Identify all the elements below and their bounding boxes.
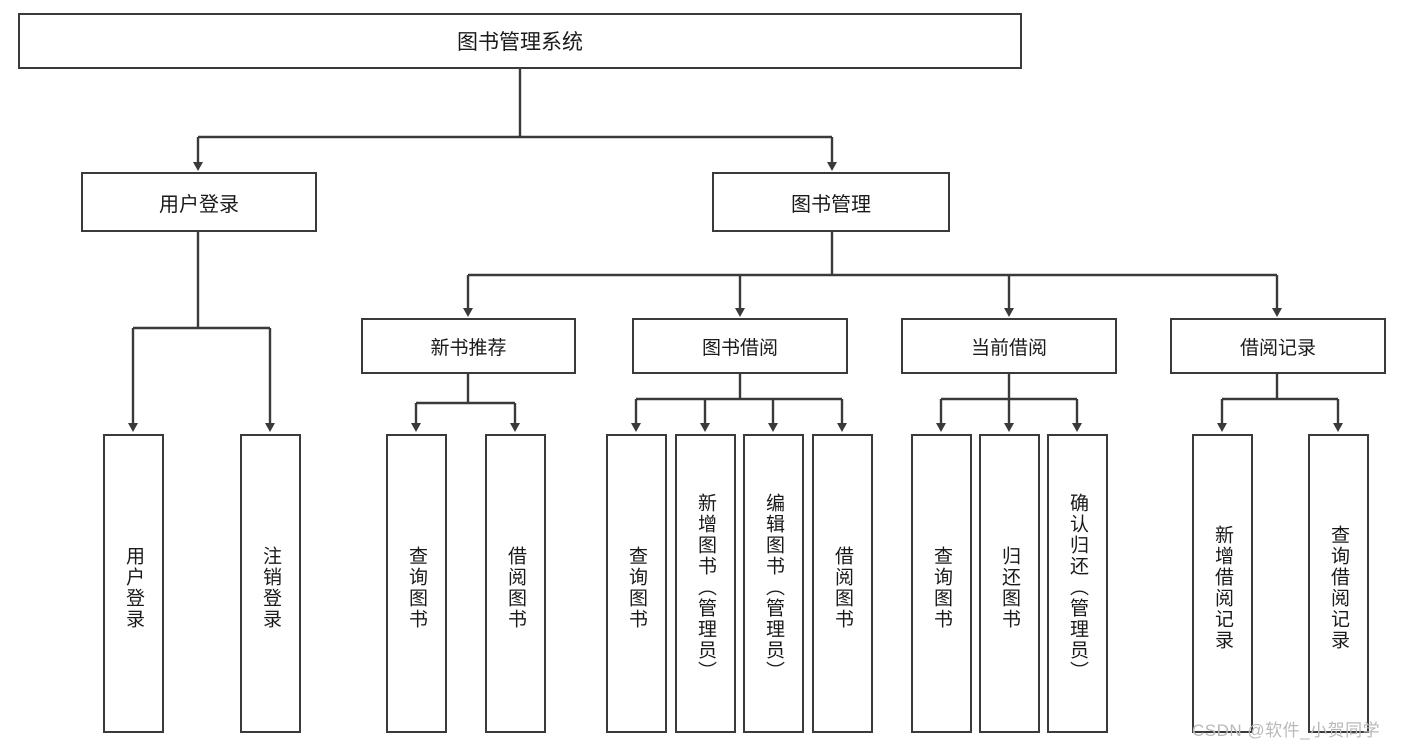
node-current-borrow-label: 当前借阅 — [970, 337, 1047, 359]
leaf-borrow-record-2[interactable]: 查询借阅记录 — [1308, 434, 1369, 733]
node-user-login-label: 用户登录 — [159, 193, 239, 216]
node-borrow-record-label: 借阅记录 — [1239, 337, 1316, 359]
leaf-current-borrow-2-label: 归还图书 — [999, 545, 1020, 630]
node-book-borrow-label: 图书借阅 — [701, 337, 778, 359]
leaf-book-borrow-2[interactable]: 新增图书（管理员） — [675, 434, 736, 733]
node-new-book[interactable]: 新书推荐 — [361, 318, 576, 374]
leaf-user-login-2[interactable]: 注销登录 — [240, 434, 301, 733]
node-book-manage-label: 图书管理 — [791, 193, 871, 216]
leaf-borrow-record-1[interactable]: 新增借阅记录 — [1192, 434, 1253, 733]
node-current-borrow[interactable]: 当前借阅 — [901, 318, 1117, 374]
leaf-book-borrow-2-label: 新增图书（管理员） — [695, 493, 716, 682]
node-user-login[interactable]: 用户登录 — [81, 172, 317, 232]
leaf-book-borrow-3[interactable]: 编辑图书（管理员） — [743, 434, 804, 733]
csdn-watermark: CSDN @软件_小贺同学 — [1192, 721, 1381, 740]
node-new-book-label: 新书推荐 — [430, 337, 507, 359]
leaf-new-book-2-label: 借阅图书 — [505, 545, 526, 630]
leaf-book-borrow-4[interactable]: 借阅图书 — [812, 434, 873, 733]
leaf-user-login-1[interactable]: 用户登录 — [103, 434, 164, 733]
node-root-label: 图书管理系统 — [457, 31, 583, 54]
leaf-user-login-1-label: 用户登录 — [123, 545, 144, 630]
leaf-borrow-record-1-label: 新增借阅记录 — [1212, 524, 1233, 651]
node-root[interactable]: 图书管理系统 — [18, 13, 1022, 69]
node-book-borrow[interactable]: 图书借阅 — [632, 318, 848, 374]
node-book-manage[interactable]: 图书管理 — [712, 172, 950, 232]
leaf-book-borrow-4-label: 借阅图书 — [832, 545, 853, 630]
leaf-new-book-1-label: 查询图书 — [406, 545, 427, 630]
leaf-current-borrow-3[interactable]: 确认归还（管理员） — [1047, 434, 1108, 733]
leaf-current-borrow-3-label: 确认归还（管理员） — [1067, 493, 1088, 682]
leaf-current-borrow-1[interactable]: 查询图书 — [911, 434, 972, 733]
leaf-book-borrow-1[interactable]: 查询图书 — [606, 434, 667, 733]
leaf-current-borrow-2[interactable]: 归还图书 — [979, 434, 1040, 733]
leaf-book-borrow-1-label: 查询图书 — [626, 545, 647, 630]
node-borrow-record[interactable]: 借阅记录 — [1170, 318, 1386, 374]
leaf-new-book-1[interactable]: 查询图书 — [386, 434, 447, 733]
leaf-book-borrow-3-label: 编辑图书（管理员） — [763, 493, 784, 682]
leaf-current-borrow-1-label: 查询图书 — [931, 545, 952, 630]
leaf-borrow-record-2-label: 查询借阅记录 — [1328, 524, 1349, 651]
leaf-user-login-2-label: 注销登录 — [260, 545, 281, 630]
leaf-new-book-2[interactable]: 借阅图书 — [485, 434, 546, 733]
